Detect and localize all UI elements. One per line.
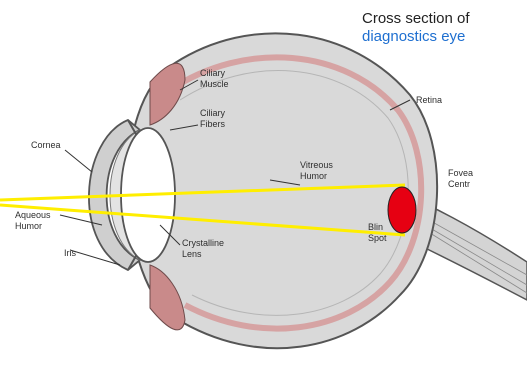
label-ciliary-muscle: Ciliary Muscle — [200, 68, 229, 90]
focus-marker — [388, 187, 416, 233]
label-iris: Iris — [64, 248, 76, 259]
diagram-subtitle: diagnostics eye — [362, 28, 465, 45]
label-crystalline-lens: Crystalline Lens — [182, 238, 224, 260]
label-cornea: Cornea — [31, 140, 61, 151]
label-blind-spot: Blin Spot — [368, 222, 387, 244]
diagram-title: Cross section of — [362, 10, 470, 27]
label-ciliary-fibers: Ciliary Fibers — [200, 108, 225, 130]
label-retina: Retina — [416, 95, 442, 106]
leader-cornea — [65, 150, 92, 172]
label-vitreous-humor: Vitreous Humor — [300, 160, 333, 182]
label-aqueous-humor: Aqueous Humor — [15, 210, 51, 232]
label-fovea: Fovea Centr — [448, 168, 473, 190]
